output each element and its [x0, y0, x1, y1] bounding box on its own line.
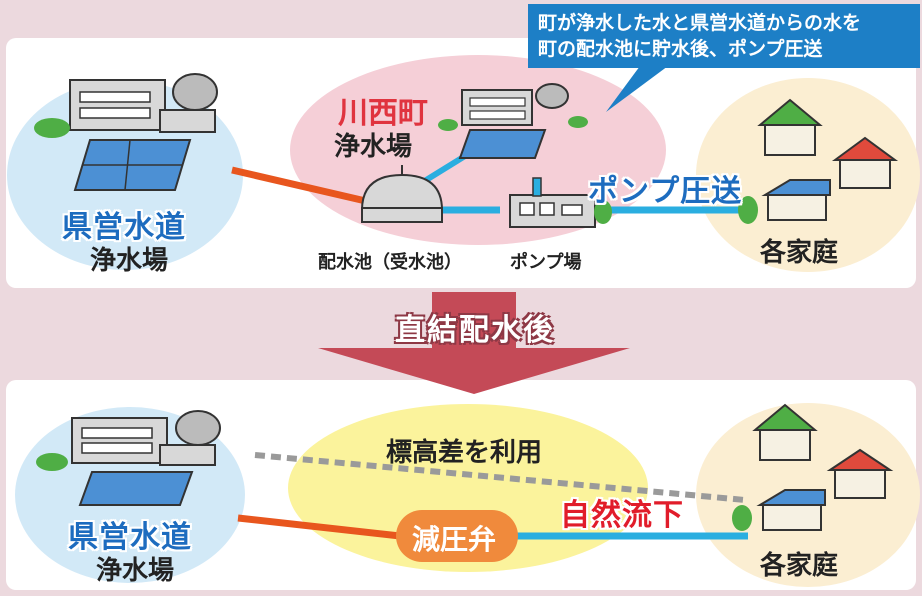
homes-after: [732, 403, 894, 531]
town-plant-sub: 浄水場: [334, 132, 413, 162]
prefecture-plant-sub-before: 浄水場: [90, 246, 169, 276]
gravity-flow-label: 自然流下: [560, 498, 684, 533]
pressure-reducing-valve: [396, 510, 518, 562]
transition-arrow: [318, 292, 630, 394]
elevation-glow: [288, 404, 648, 572]
town-plant-building: [438, 83, 588, 159]
reservoir-label: 配水池（受水池）: [318, 252, 462, 273]
reservoir-tank: [360, 165, 444, 223]
explanation-callout: 町が浄水した水と県営水道からの水を 町の配水池に貯水後、ポンプ圧送: [528, 4, 920, 68]
callout-line-2: 町の配水池に貯水後、ポンプ圧送: [538, 38, 823, 60]
town-plant-name: 川西町: [338, 96, 428, 131]
prefecture-plant-building-after: [36, 410, 221, 506]
pipe-prefecture-to-valve: [237, 514, 401, 540]
homes-label-after: 各家庭: [760, 551, 839, 581]
pump-feed-label: ポンプ圧送: [588, 174, 743, 209]
prefecture-plant-name-after: 県営水道: [68, 520, 192, 555]
transition-label: 直結配水後: [395, 313, 555, 348]
homes-top: [738, 98, 899, 224]
pipe-prefecture-to-reservoir: [231, 166, 371, 206]
prefecture-plant-building-top: [34, 73, 218, 191]
elevation-difference-line: [254, 452, 746, 503]
prefecture-plant-sub-after: 浄水場: [96, 556, 175, 586]
pump-station-building: [509, 177, 612, 228]
callout-pointer: [606, 66, 668, 112]
valve-label: 減圧弁: [412, 523, 497, 556]
prefecture-plant-name-before: 県営水道: [62, 210, 186, 245]
elevation-label: 標高差を利用: [386, 438, 543, 468]
pump-station-label: ポンプ場: [510, 252, 582, 273]
callout-line-1: 町が浄水した水と県営水道からの水を: [538, 12, 862, 34]
homes-label-before: 各家庭: [760, 238, 839, 268]
homes-bubble-top: [696, 78, 920, 272]
